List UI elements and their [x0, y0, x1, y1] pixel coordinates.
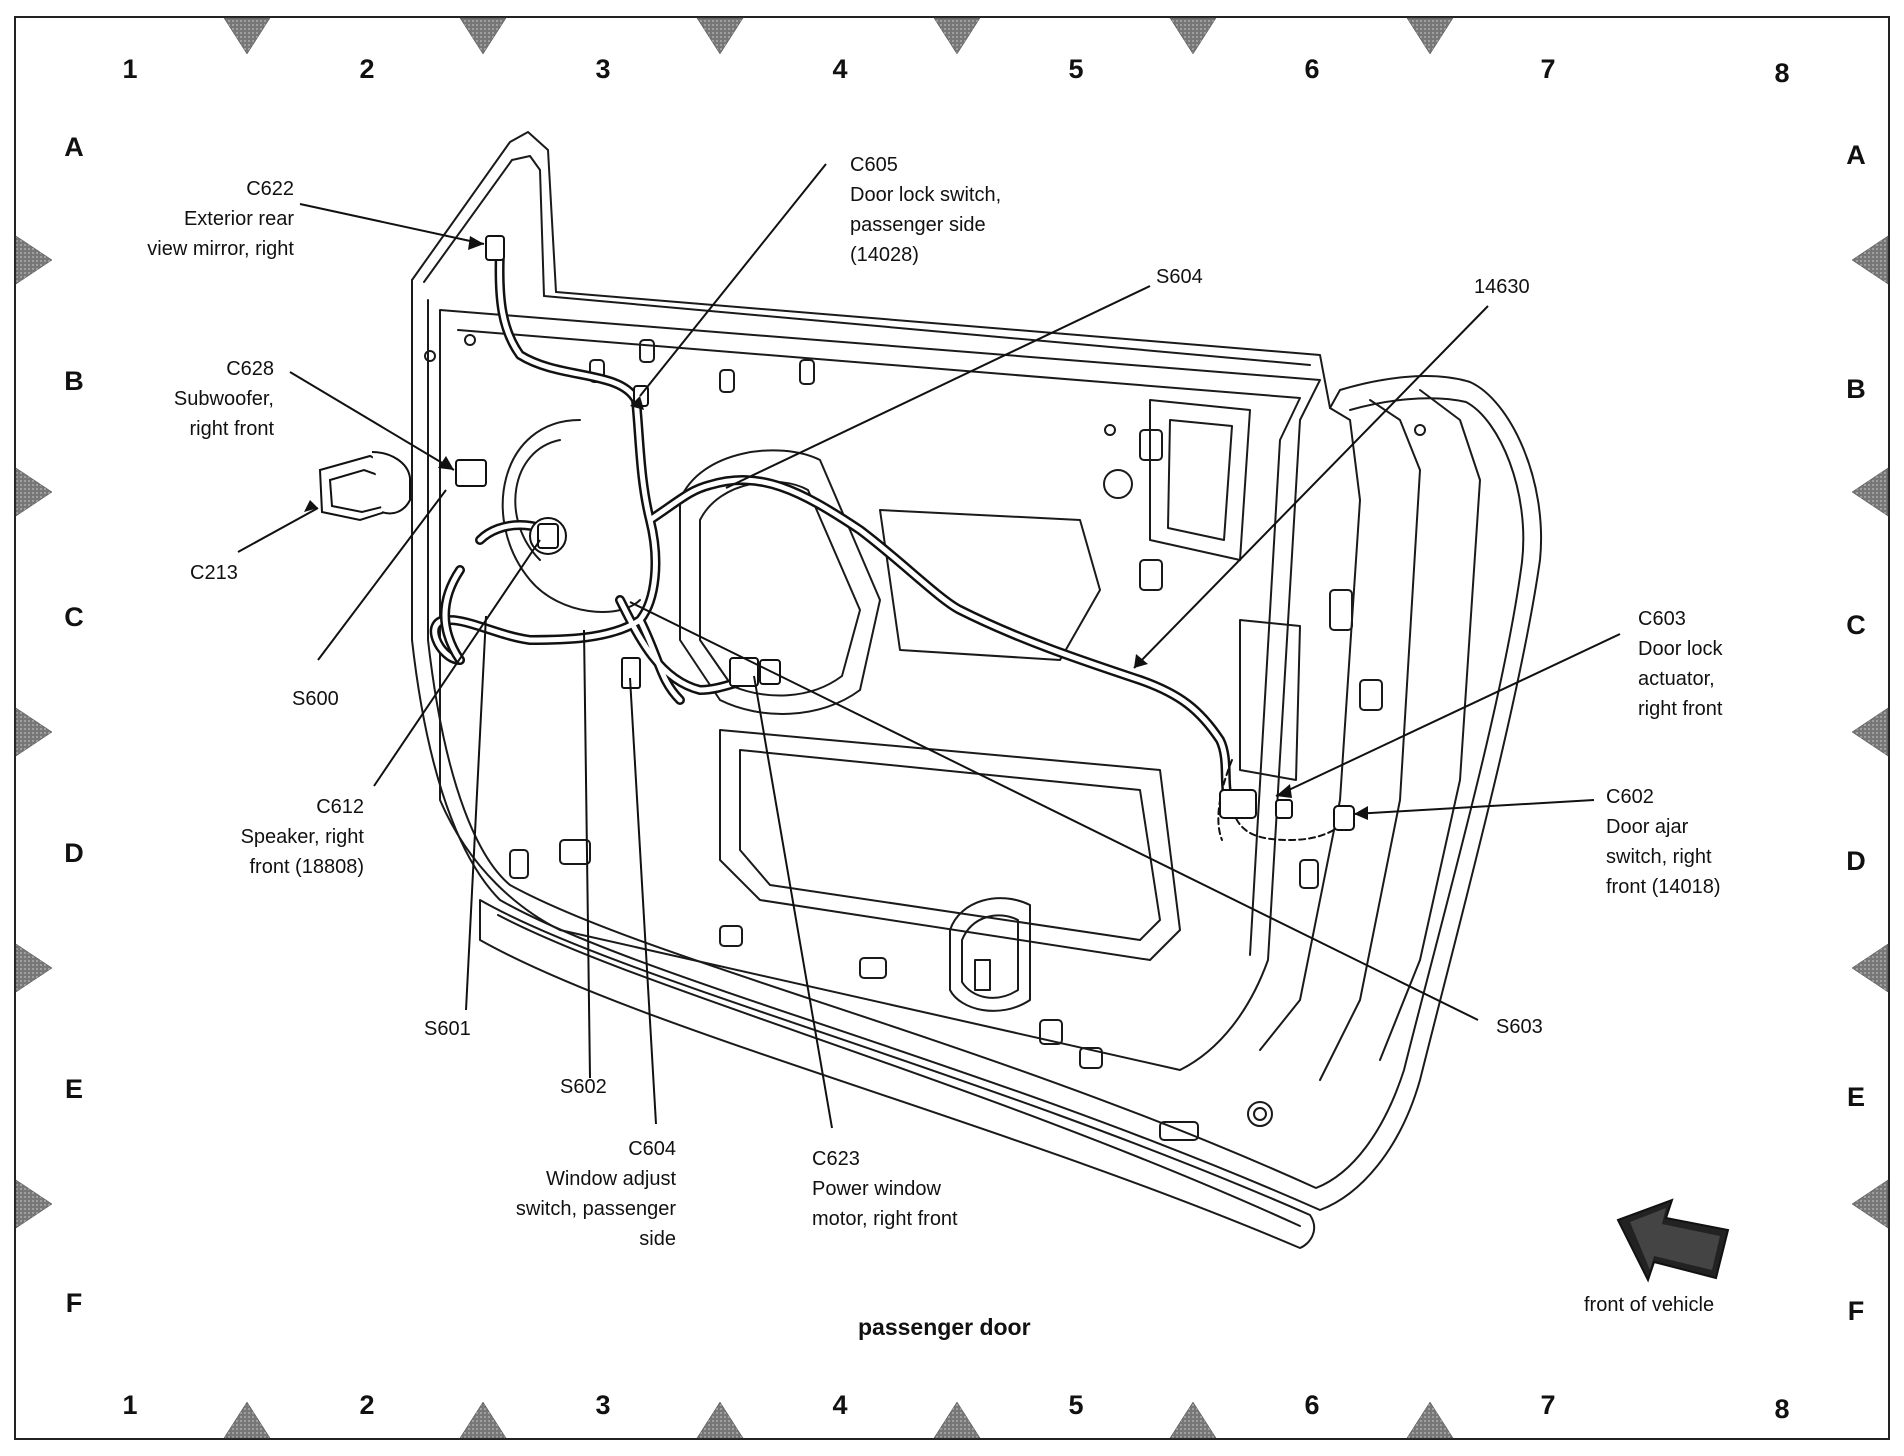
label-s603: S603 — [1496, 1016, 1543, 1038]
row-letter-left: B — [64, 366, 84, 396]
column-number-top: 1 — [122, 54, 138, 84]
column-number-top: 3 — [595, 54, 611, 84]
row-letter-right: A — [1846, 140, 1866, 170]
column-number-bottom: 1 — [122, 1390, 138, 1420]
label-s600: S600 — [292, 688, 339, 710]
diagram-frame — [14, 16, 1890, 1440]
row-letter-left: F — [65, 1288, 83, 1318]
leader-arrowheads — [304, 236, 1368, 820]
row-letter-right: B — [1846, 374, 1866, 404]
column-number-bottom: 5 — [1068, 1390, 1084, 1420]
column-number-top: 6 — [1304, 54, 1320, 84]
column-number-bottom: 3 — [595, 1390, 611, 1420]
door-outline — [411, 131, 1542, 1249]
arrow-icon — [1616, 1198, 1730, 1283]
column-number-top: 2 — [359, 54, 375, 84]
column-number-bottom: 8 — [1774, 1394, 1790, 1424]
column-number-bottom: 4 — [832, 1390, 848, 1420]
label-s602: S602 — [560, 1076, 607, 1098]
column-number-top: 8 — [1774, 58, 1790, 88]
column-number-bottom: 2 — [359, 1390, 375, 1420]
row-letter-right: C — [1846, 610, 1866, 640]
label-s601: S601 — [424, 1018, 471, 1040]
row-letter-left: A — [64, 132, 84, 162]
label-s604: S604 — [1156, 266, 1203, 288]
leader-lines — [237, 163, 1621, 1129]
label-c213: C213 — [190, 562, 238, 584]
column-number-top: 4 — [832, 54, 848, 84]
row-letter-right: E — [1846, 1082, 1865, 1112]
connectors — [318, 235, 1355, 831]
column-number-bottom: 6 — [1304, 1390, 1320, 1420]
row-letter-left: D — [64, 838, 84, 868]
row-letter-left: E — [64, 1074, 83, 1104]
row-letter-right: F — [1847, 1296, 1865, 1326]
row-letter-right: D — [1846, 846, 1866, 876]
label-14630: 14630 — [1474, 276, 1530, 298]
diagram-caption: passenger door — [858, 1314, 1031, 1340]
column-number-top: 5 — [1068, 54, 1084, 84]
row-letter-left: C — [64, 602, 84, 632]
column-number-top: 7 — [1540, 54, 1556, 84]
orientation-label: front of vehicle — [1584, 1294, 1715, 1316]
column-number-bottom: 7 — [1540, 1390, 1556, 1420]
border-markers — [15, 17, 1889, 1439]
